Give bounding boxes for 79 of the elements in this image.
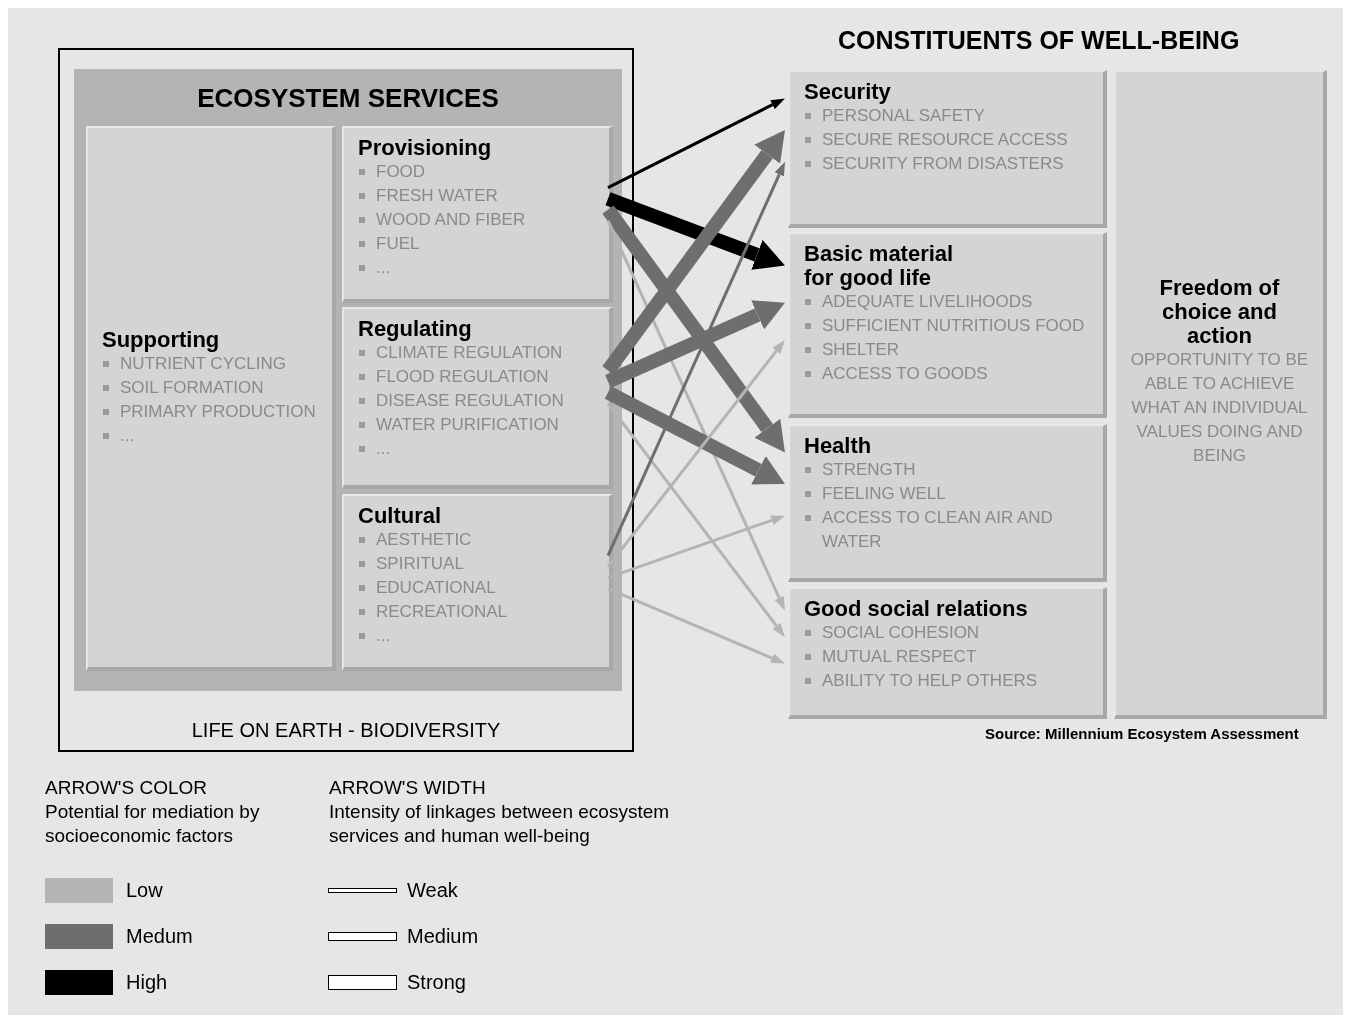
box-heading: Cultural — [358, 504, 443, 528]
box-heading: Provisioning — [358, 136, 493, 160]
list-item: SECURE RESOURCE ACCESS — [804, 128, 1089, 152]
arrow — [602, 130, 785, 375]
arrow — [606, 339, 785, 568]
list-item: CLIMATE REGULATION — [358, 341, 595, 365]
list-item: PRIMARY PRODUCTION — [102, 400, 318, 424]
legend-label: Medium — [407, 925, 479, 948]
box-heading: Supporting — [102, 328, 221, 352]
legend-label: Strong — [407, 971, 466, 994]
box-heading: Good social relations — [804, 597, 1029, 621]
frame-box — [58, 48, 634, 752]
list-item: ACCESS TO GOODS — [804, 362, 1089, 386]
category-box — [788, 232, 1107, 418]
list-item: SUFFICIENT NUTRITIOUS FOOD — [804, 314, 1089, 338]
list-item: SOCIAL COHESION — [804, 621, 1089, 645]
list-item: WATER PURIFICATION — [358, 413, 595, 437]
arrow — [605, 192, 785, 270]
category-box — [342, 307, 613, 489]
list-item: EDUCATIONAL — [358, 576, 595, 600]
category-box — [1114, 70, 1327, 719]
legend-label: High — [126, 971, 168, 994]
source-note: Source: Millennium Ecosystem Assessment — [985, 725, 1299, 742]
list-item: ... — [102, 424, 318, 448]
arrow — [604, 386, 786, 485]
list-item: DISEASE REGULATION — [358, 389, 595, 413]
arrow — [607, 587, 785, 664]
frame-title: LIFE ON EARTH - BIODIVERSITY — [190, 719, 502, 742]
arrow — [602, 205, 785, 453]
category-box — [788, 70, 1107, 228]
category-box — [342, 126, 613, 303]
list-item: AESTHETIC — [358, 528, 595, 552]
arrow — [607, 98, 785, 190]
arrow — [606, 402, 785, 638]
list-item: SPIRITUAL — [358, 552, 595, 576]
box-description: OPPORTUNITY TO BE ABLE TO ACHIEVE WHAT AN INDIVIDUAL VALUES DOING AND BEING — [1130, 349, 1309, 467]
legend-description: Potential for mediation by socioeconomic factors — [45, 800, 261, 848]
list-item: MUTUAL RESPECT — [804, 645, 1089, 669]
arrow — [606, 220, 785, 611]
category-box — [788, 587, 1107, 719]
legend-heading: ARROW'S WIDTH — [329, 776, 486, 800]
list-item: FUEL — [358, 232, 595, 256]
list-item: FRESH WATER — [358, 184, 595, 208]
category-box — [86, 126, 336, 671]
list-item: FOOD — [358, 160, 595, 184]
category-box — [788, 424, 1107, 582]
legend-heading: ARROW'S COLOR — [45, 776, 207, 800]
arrow — [605, 300, 785, 388]
list-item: FEELING WELL — [804, 482, 1089, 506]
list-item: RECREATIONAL — [358, 600, 595, 624]
list-item: ... — [358, 437, 595, 461]
legend-label: Low — [126, 879, 163, 902]
list-item: SECURITY FROM DISASTERS — [804, 152, 1089, 176]
arrow — [606, 161, 786, 557]
list-item: ACCESS TO CLEAN AIR AND WATER — [804, 506, 1089, 554]
box-heading: Basic material for good life — [804, 242, 955, 290]
arrow — [607, 515, 785, 580]
legend-label: Medum — [126, 925, 193, 948]
section-heading: CONSTITUENTS OF WELL-BEING — [838, 26, 1240, 55]
list-item: ... — [358, 256, 595, 280]
list-item: ABILITY TO HELP OTHERS — [804, 669, 1089, 693]
box-heading: Security — [804, 80, 892, 104]
list-item: SHELTER — [804, 338, 1089, 362]
list-item: SOIL FORMATION — [102, 376, 318, 400]
list-item: ADEQUATE LIVELIHOODS — [804, 290, 1089, 314]
box-heading: Health — [804, 434, 873, 458]
legend-description: Intensity of linkages between ecosystem services and human well-being — [329, 800, 671, 848]
panel-heading: ECOSYSTEM SERVICES — [196, 83, 500, 114]
box-heading: Freedom of choice and action — [1158, 276, 1281, 348]
list-item: WOOD AND FIBER — [358, 208, 595, 232]
list-item: NUTRIENT CYCLING — [102, 352, 318, 376]
list-item: STRENGTH — [804, 458, 1089, 482]
list-item: FLOOD REGULATION — [358, 365, 595, 389]
legend-label: Weak — [407, 879, 458, 902]
box-heading: Regulating — [358, 317, 473, 341]
list-item: ... — [358, 624, 595, 648]
section-panel — [74, 69, 622, 691]
list-item: PERSONAL SAFETY — [804, 104, 1089, 128]
category-box — [342, 494, 613, 671]
